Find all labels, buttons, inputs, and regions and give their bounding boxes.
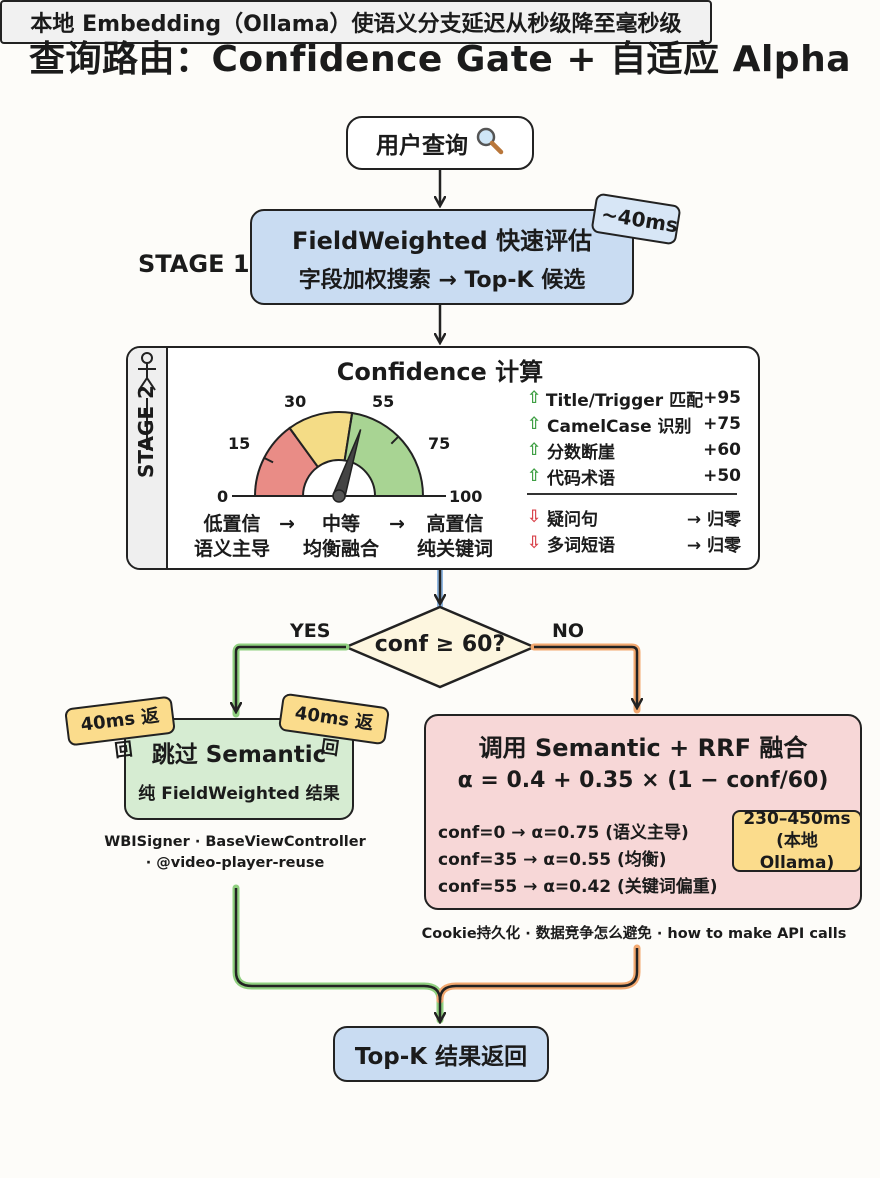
arrow-up-icon: ⇧: [527, 466, 542, 486]
no-label: NO: [552, 620, 585, 642]
stick-figure-icon: [138, 352, 156, 391]
latency-note: (本地 Ollama): [759, 831, 835, 873]
stage2-box: [126, 346, 760, 570]
gauge-tick-mark: [288, 427, 297, 437]
gauge-tick-55: 55: [372, 392, 395, 411]
factor-up-row: ⇧ Title/Trigger 匹配 +95: [527, 388, 741, 411]
decision-label: conf ≥ 60?: [374, 632, 506, 657]
caption-mid-sub: 均衡融合: [302, 538, 379, 560]
gauge-tick-0: 0: [217, 487, 229, 506]
topk-result-box: Top-K 结果返回: [333, 1026, 549, 1082]
alpha-example: conf=55 → α=0.42 (关键词偏重): [438, 877, 718, 897]
caption-low: 低置信 语义主导: [188, 512, 276, 562]
stage2-side-rule: [146, 398, 148, 450]
caption-low-title: 低置信: [203, 513, 261, 535]
stage1-title: FieldWeighted 快速评估: [292, 226, 592, 255]
arrow-down-icon: ⇩: [527, 533, 542, 553]
no-merge-line: [436, 944, 641, 1004]
arrow-up-icon: ⇧: [527, 414, 542, 434]
factor-up-row: ⇧ 代码术语 +50: [527, 466, 741, 489]
factor-up-row: ⇧ CamelCase 识别 +75: [527, 414, 741, 437]
arrow-down-icon: ⇩: [527, 507, 542, 527]
caption-mid-title: 中等: [321, 513, 360, 535]
stage2-label: STAGE 2: [134, 385, 158, 478]
caption-arrow-1: →: [279, 513, 295, 535]
gauge-tick-75: 75: [428, 434, 451, 453]
arrow-up-icon: ⇧: [527, 440, 542, 460]
confidence-gauge: [232, 411, 446, 503]
caption-high-sub: 纯关键词: [416, 538, 493, 560]
stage1-box: FieldWeighted 快速评估 字段加权搜索 → Top-K 候选: [250, 209, 634, 305]
alpha-formula: α = 0.4 + 0.35 × (1 − conf/60): [457, 768, 829, 793]
factor-divider: [527, 493, 737, 495]
latency-range: 230–450ms: [743, 809, 851, 829]
yes-label: YES: [290, 620, 331, 642]
gauge-tick-15: 15: [228, 434, 251, 453]
factor-down-row: ⇩ 多词短语 → 归零: [527, 533, 741, 556]
decision-diamond: [342, 605, 538, 689]
yes-example-line: · @video-player-reuse: [145, 855, 325, 871]
gauge-zone-high: [343, 411, 425, 497]
caption-arrow-2: →: [389, 513, 405, 535]
factor-up-row: ⇧ 分数断崖 +60: [527, 440, 741, 463]
gauge-hub: [332, 489, 346, 503]
caption-high-title: 高置信: [426, 513, 484, 535]
semantic-latency-tag: 230–450ms (本地 Ollama): [732, 809, 862, 873]
gauge-tick-mark: [390, 435, 400, 445]
no-branch-examples: Cookie持久化 · 数据竞争怎么避免 · how to make API c…: [421, 926, 847, 942]
caption-mid: 中等 均衡融合: [296, 512, 386, 562]
alpha-example: conf=35 → α=0.55 (均衡): [438, 850, 667, 870]
magnifier-icon: [474, 125, 504, 161]
skip-semantic-title: 跳过 Semantic: [151, 741, 327, 768]
caption-high: 高置信 纯关键词: [408, 512, 502, 562]
no-branch-line: [530, 643, 641, 714]
yes-merge-line: [232, 884, 444, 1024]
page-title: 查询路由：Confidence Gate + 自适应 Alpha: [28, 39, 851, 80]
yes-example-line: WBISigner · BaseViewController: [104, 834, 366, 850]
arrow-up-icon: ⇧: [527, 388, 542, 408]
gauge-tick-mark: [349, 412, 354, 424]
gauge-tick-100: 100: [449, 487, 483, 506]
stage2-side-panel: [128, 348, 168, 568]
yes-branch-examples: WBISigner · BaseViewController · @video-…: [100, 832, 370, 874]
user-query-node: 用户查询: [346, 116, 534, 170]
footer-banner: 本地 Embedding（Ollama）使语义分支延迟从秒级降至毫秒级: [0, 0, 712, 44]
stage2-title: Confidence 计算: [336, 358, 544, 386]
user-query-label: 用户查询: [376, 133, 468, 159]
caption-low-sub: 语义主导: [193, 538, 270, 560]
stage1-subtitle: 字段加权搜索 → Top-K 候选: [298, 267, 586, 293]
gauge-tick-30: 30: [284, 392, 307, 411]
skip-semantic-subtitle: 纯 FieldWeighted 结果: [138, 783, 340, 804]
alpha-example: conf=0 → α=0.75 (语义主导): [438, 823, 689, 843]
rrf-title: 调用 Semantic + RRF 融合: [478, 734, 808, 762]
factor-down-row: ⇩ 疑问句 → 归零: [527, 507, 741, 530]
stage1-label: STAGE 1: [138, 250, 250, 278]
gauge-tick-mark: [263, 456, 274, 464]
